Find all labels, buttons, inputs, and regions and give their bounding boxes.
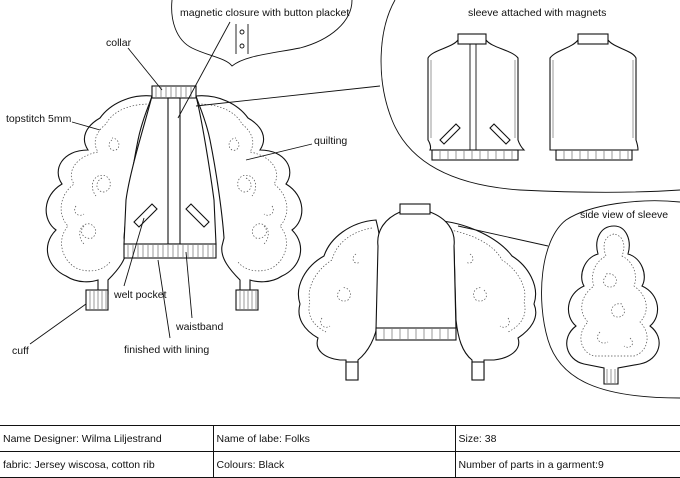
info-row: fabric: Jersey wiscosa, cotton rib Colou… — [0, 451, 680, 478]
size: Size: 38 — [454, 425, 680, 452]
closure-callout-bubble — [171, 0, 353, 67]
number-of-parts: Number of parts in a garment:9 — [454, 451, 680, 478]
label-quilting: quilting — [314, 135, 347, 147]
vest-callout-bubble — [380, 0, 680, 193]
label-name: Name of labe: Folks — [212, 425, 455, 452]
right-sleeve — [195, 95, 303, 295]
label-welt-pocket: welt pocket — [113, 289, 167, 301]
side-view-sleeve-drawing — [566, 225, 660, 385]
vest-front-collar — [457, 33, 487, 45]
info-row: Name Designer: Wilma Liljestrand Name of… — [0, 425, 680, 452]
magnet-button-bottom — [239, 43, 245, 49]
label-side-view: side view of sleeve — [580, 209, 668, 221]
left-cuff — [85, 289, 109, 311]
label-collar: collar — [106, 37, 132, 49]
label-cuff: cuff — [12, 345, 29, 357]
right-cuff — [235, 289, 259, 311]
vest-back-drawing — [549, 33, 639, 161]
back-left-cuff — [345, 361, 359, 381]
designer-name: Name Designer: Wilma Liljestrand — [0, 425, 213, 452]
leader-lines — [29, 21, 549, 345]
vest-front-waistband — [431, 149, 519, 161]
colours: Colours: Black — [212, 451, 455, 478]
vest-right-pocket — [489, 123, 511, 145]
vest-left-pocket — [439, 123, 461, 145]
label-sleeve-magnets: sleeve attached with magnets — [468, 7, 606, 19]
label-magnetic-closure: magnetic closure with button placket — [180, 7, 349, 19]
side-view-callout-bubble — [541, 200, 680, 399]
back-right-cuff — [471, 361, 485, 381]
vest-back-collar — [577, 33, 609, 45]
back-left-sleeve — [298, 219, 381, 381]
label-topstitch: topstitch 5mm — [6, 113, 72, 125]
fabric: fabric: Jersey wiscosa, cotton rib — [0, 451, 213, 478]
back-jacket-drawing — [298, 203, 537, 381]
magnet-button-top — [239, 29, 245, 35]
label-waistband: waistband — [175, 321, 223, 333]
technical-drawing: magnetic closure with button placket col… — [6, 0, 680, 399]
garment-info-table: Name Designer: Wilma Liljestrand Name of… — [0, 425, 680, 478]
vest-back-waistband — [555, 149, 633, 161]
label-finished-lining: finished with lining — [124, 344, 209, 356]
back-collar — [399, 203, 431, 215]
vest-front-drawing — [427, 33, 526, 161]
left-welt-pocket — [133, 203, 158, 228]
right-welt-pocket — [185, 203, 210, 228]
button-placket — [167, 97, 181, 245]
back-body — [375, 211, 457, 331]
front-jacket-drawing — [45, 85, 303, 311]
